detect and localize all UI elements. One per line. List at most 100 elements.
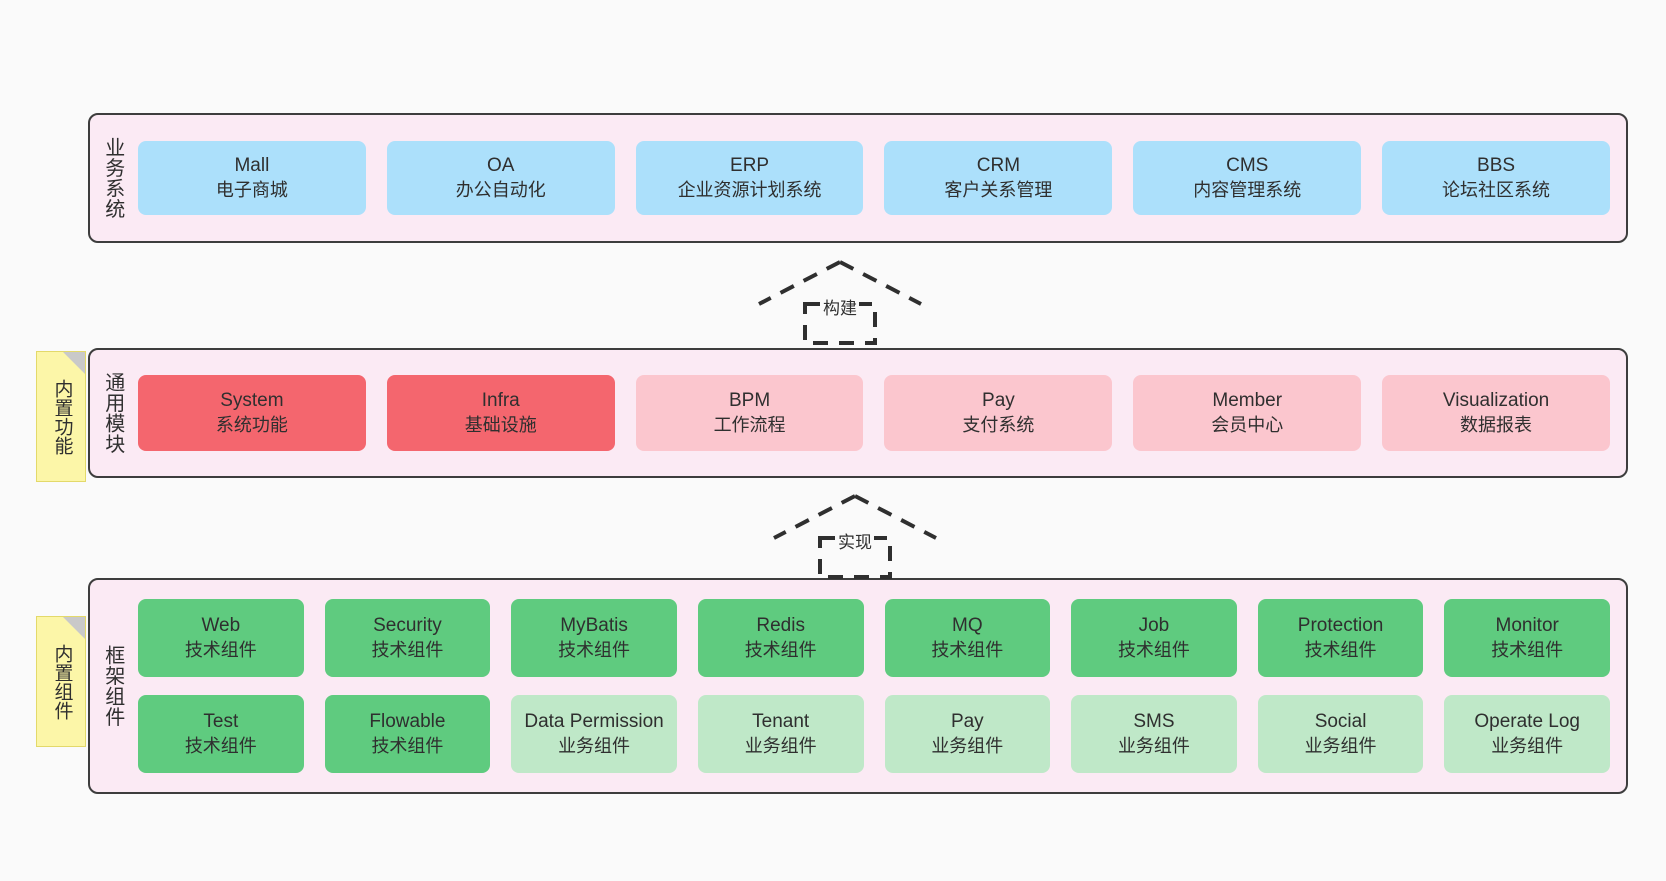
layer-caption-business-systems: 业务系统 bbox=[101, 137, 124, 219]
card-title: Redis bbox=[756, 615, 805, 637]
card-web[interactable]: Web 技术组件 bbox=[138, 599, 304, 677]
card-pay-component[interactable]: Pay 业务组件 bbox=[884, 695, 1051, 773]
note-fold-corner-icon bbox=[63, 617, 85, 639]
card-erp[interactable]: ERP 企业资源计划系统 bbox=[635, 141, 864, 215]
card-subtitle: 会员中心 bbox=[1211, 414, 1284, 435]
card-subtitle: 技术组件 bbox=[931, 639, 1004, 660]
card-subtitle: 支付系统 bbox=[962, 414, 1035, 435]
card-security[interactable]: Security 技术组件 bbox=[324, 599, 491, 677]
card-job[interactable]: Job 技术组件 bbox=[1071, 599, 1237, 677]
card-subtitle: 技术组件 bbox=[371, 639, 444, 660]
card-title: CRM bbox=[976, 155, 1021, 177]
card-title: Test bbox=[203, 711, 239, 733]
card-title: Operate Log bbox=[1474, 711, 1580, 733]
card-bpm[interactable]: BPM 工作流程 bbox=[635, 375, 864, 451]
card-subtitle: 办公自动化 bbox=[455, 179, 546, 200]
card-flowable[interactable]: Flowable 技术组件 bbox=[324, 695, 491, 773]
card-subtitle: 客户关系管理 bbox=[944, 179, 1053, 200]
layer-caption-common-modules: 通用模块 bbox=[101, 372, 124, 454]
card-title: Pay bbox=[982, 390, 1015, 412]
card-title: Web bbox=[201, 615, 241, 637]
card-title: Job bbox=[1138, 615, 1170, 637]
card-protection[interactable]: Protection 技术组件 bbox=[1257, 599, 1424, 677]
layer-business-systems: 业务系统 Mall 电子商城 OA 办公自动化 ERP 企业资源计划系统 CRM… bbox=[88, 113, 1628, 243]
card-redis[interactable]: Redis 技术组件 bbox=[697, 599, 864, 677]
card-subtitle: 业务组件 bbox=[931, 735, 1004, 756]
card-subtitle: 业务组件 bbox=[1117, 735, 1190, 756]
card-infra[interactable]: Infra 基础设施 bbox=[386, 375, 615, 451]
card-system[interactable]: System 系统功能 bbox=[138, 375, 366, 451]
card-oa[interactable]: OA 办公自动化 bbox=[386, 141, 615, 215]
card-sms[interactable]: SMS 业务组件 bbox=[1071, 695, 1237, 773]
card-subtitle: 工作流程 bbox=[713, 414, 786, 435]
layer-common-modules: 通用模块 System 系统功能 Infra 基础设施 BPM 工作流程 Pay… bbox=[88, 348, 1628, 478]
connector-label: 实现 bbox=[836, 528, 874, 553]
card-title: CMS bbox=[1226, 155, 1269, 177]
card-title: Member bbox=[1212, 390, 1283, 412]
card-mybatis[interactable]: MyBatis 技术组件 bbox=[511, 599, 677, 677]
card-subtitle: 论坛社区系统 bbox=[1442, 179, 1551, 200]
card-subtitle: 技术组件 bbox=[1117, 639, 1190, 660]
card-subtitle: 系统功能 bbox=[215, 414, 288, 435]
card-subtitle: 技术组件 bbox=[1304, 639, 1377, 660]
card-title: BBS bbox=[1477, 155, 1516, 177]
card-title: Mall bbox=[234, 155, 270, 177]
card-title: System bbox=[220, 390, 284, 412]
card-subtitle: 内容管理系统 bbox=[1193, 179, 1302, 200]
card-title: Monitor bbox=[1495, 615, 1559, 637]
card-title: BPM bbox=[728, 390, 771, 412]
card-row: Mall 电子商城 OA 办公自动化 ERP 企业资源计划系统 CRM 客户关系… bbox=[138, 141, 1610, 215]
card-title: Pay bbox=[950, 711, 984, 733]
card-title: OA bbox=[487, 155, 515, 177]
card-subtitle: 企业资源计划系统 bbox=[677, 179, 822, 200]
card-pay-module[interactable]: Pay 支付系统 bbox=[884, 375, 1113, 451]
card-title: Social bbox=[1314, 711, 1367, 733]
card-mall[interactable]: Mall 电子商城 bbox=[138, 141, 366, 215]
layer-body-framework-components: Web 技术组件 Security 技术组件 MyBatis 技术组件 Redi… bbox=[134, 580, 1626, 792]
card-title: Protection bbox=[1297, 615, 1384, 637]
note-fold-corner-icon bbox=[63, 352, 85, 374]
card-title: ERP bbox=[730, 155, 770, 177]
card-mq[interactable]: MQ 技术组件 bbox=[884, 599, 1051, 677]
card-subtitle: 业务组件 bbox=[558, 735, 631, 756]
card-title: Tenant bbox=[752, 711, 810, 733]
connector-build: 构建 bbox=[755, 258, 925, 345]
card-row: System 系统功能 Infra 基础设施 BPM 工作流程 Pay 支付系统… bbox=[138, 375, 1610, 451]
card-tenant[interactable]: Tenant 业务组件 bbox=[697, 695, 864, 773]
card-social[interactable]: Social 业务组件 bbox=[1257, 695, 1424, 773]
card-subtitle: 技术组件 bbox=[744, 639, 817, 660]
layer-body-common-modules: System 系统功能 Infra 基础设施 BPM 工作流程 Pay 支付系统… bbox=[134, 350, 1626, 476]
card-title: MQ bbox=[952, 615, 983, 637]
card-operate-log[interactable]: Operate Log 业务组件 bbox=[1444, 695, 1610, 773]
note-built-in-components: 内置组件 bbox=[36, 616, 86, 747]
card-subtitle: 数据报表 bbox=[1460, 414, 1533, 435]
card-visualization[interactable]: Visualization 数据报表 bbox=[1382, 375, 1610, 451]
card-subtitle: 技术组件 bbox=[371, 735, 444, 756]
card-title: SMS bbox=[1133, 711, 1175, 733]
generalization-arrow-icon bbox=[758, 260, 922, 345]
generalization-arrow-icon bbox=[773, 494, 937, 579]
card-subtitle: 技术组件 bbox=[184, 735, 257, 756]
card-row: Web 技术组件 Security 技术组件 MyBatis 技术组件 Redi… bbox=[138, 599, 1610, 677]
card-title: MyBatis bbox=[560, 615, 628, 637]
card-subtitle: 业务组件 bbox=[1491, 735, 1564, 756]
card-title: Security bbox=[373, 615, 442, 637]
card-member[interactable]: Member 会员中心 bbox=[1133, 375, 1362, 451]
card-monitor[interactable]: Monitor 技术组件 bbox=[1444, 599, 1610, 677]
connector-label: 构建 bbox=[821, 294, 859, 319]
card-subtitle: 业务组件 bbox=[1304, 735, 1377, 756]
card-title: Infra bbox=[481, 390, 520, 412]
card-subtitle: 技术组件 bbox=[1491, 639, 1564, 660]
card-subtitle: 技术组件 bbox=[184, 639, 257, 660]
layer-body-business-systems: Mall 电子商城 OA 办公自动化 ERP 企业资源计划系统 CRM 客户关系… bbox=[134, 115, 1626, 241]
card-bbs[interactable]: BBS 论坛社区系统 bbox=[1382, 141, 1610, 215]
card-row: Test 技术组件 Flowable 技术组件 Data Permission … bbox=[138, 695, 1610, 773]
card-subtitle: 基础设施 bbox=[464, 414, 537, 435]
layer-caption-framework-components: 框架组件 bbox=[101, 645, 124, 727]
card-test[interactable]: Test 技术组件 bbox=[138, 695, 304, 773]
connector-implement: 实现 bbox=[770, 492, 940, 579]
card-crm[interactable]: CRM 客户关系管理 bbox=[884, 141, 1113, 215]
card-cms[interactable]: CMS 内容管理系统 bbox=[1133, 141, 1362, 215]
card-data-permission[interactable]: Data Permission 业务组件 bbox=[511, 695, 677, 773]
card-subtitle: 技术组件 bbox=[558, 639, 631, 660]
